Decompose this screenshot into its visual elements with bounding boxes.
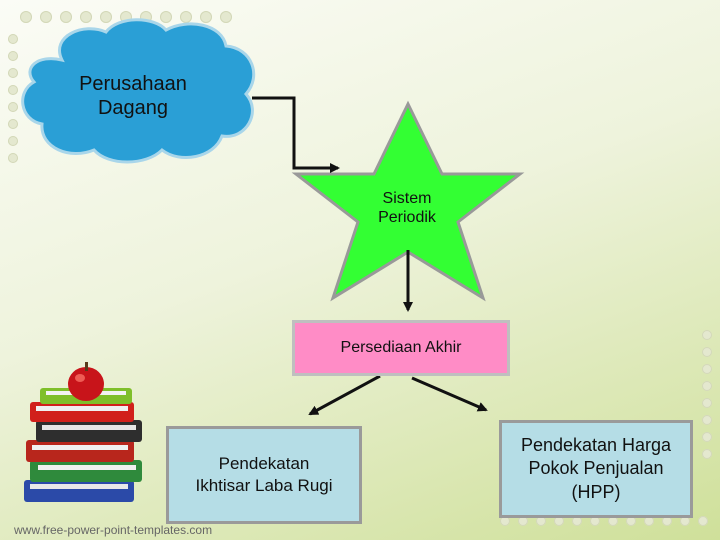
right-approach-line1: Pendekatan Harga — [520, 434, 672, 455]
cloud-label: Perusahaan Dagang — [58, 66, 208, 126]
right-approach-line2: Pokok Penjualan — [528, 458, 664, 479]
star-label: Sistem Periodik — [358, 186, 456, 230]
apple-icon — [68, 362, 104, 401]
decorative-dots-right — [702, 330, 712, 459]
inventory-to-left-arrow — [308, 374, 381, 416]
right-approach-box: Pendekatan Harga Pokok Penjualan (HPP) — [499, 420, 693, 518]
right-approach-line3: (HPP) — [571, 481, 621, 502]
books-stack-icon — [24, 388, 142, 502]
inventory-to-right-arrow — [411, 376, 488, 412]
decorative-dots-left — [8, 34, 18, 163]
cloud-to-star-connector — [252, 96, 340, 173]
cloud-label-line1: Perusahaan — [79, 73, 187, 95]
inventory-box: Persediaan Akhir — [292, 320, 510, 376]
star-label-line1: Sistem — [382, 189, 432, 207]
inventory-label: Persediaan Akhir — [340, 339, 462, 356]
star-label-line2: Periodik — [378, 209, 436, 226]
left-approach-line1: Pendekatan — [218, 453, 310, 473]
footer-url: www.free-power-point-templates.com — [14, 523, 213, 537]
decorative-dots-bottom — [500, 516, 708, 526]
cloud-shape — [21, 18, 256, 164]
cloud-label-line2: Dagang — [97, 97, 169, 119]
left-approach-box: Pendekatan Ikhtisar Laba Rugi — [166, 426, 362, 524]
left-approach-line2: Ikhtisar Laba Rugi — [195, 476, 333, 495]
